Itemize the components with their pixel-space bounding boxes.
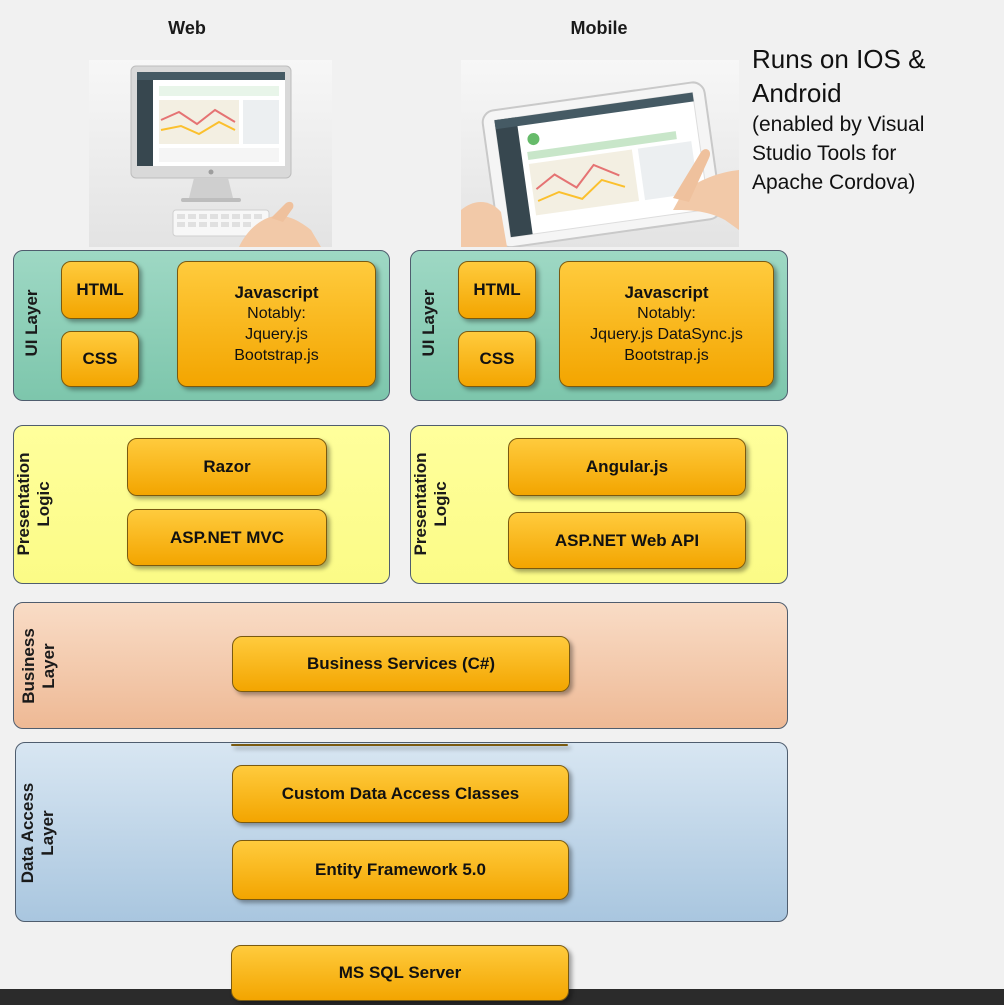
angularjs-box-text: Angular.js	[585, 457, 669, 476]
platform-note-line5: Apache Cordova)	[752, 171, 916, 194]
razor-box-text: Razor	[203, 457, 251, 476]
javascript-box-web: Javascript Notably: Jquery.js Bootstrap.…	[177, 261, 376, 387]
ui-layer-label-mobile: UI Layer	[419, 289, 438, 357]
presentation-label-mobile: Presentation Logic	[411, 434, 451, 574]
business-services-box-text: Business Services (C#)	[306, 654, 496, 673]
ms-sql-server-box-text: MS SQL Server	[338, 963, 462, 982]
presentation-layer-mobile: Presentation Logic Angular.js ASP.NET We…	[410, 425, 788, 584]
business-layer-label: Business Layer	[19, 611, 59, 721]
presentation-label-web: Presentation Logic	[14, 434, 54, 574]
tablet-image	[461, 60, 739, 247]
aspnet-web-api-box-text: ASP.NET Web API	[554, 530, 700, 550]
css-box-mobile: CSS	[458, 331, 536, 387]
business-label-line2: Layer	[39, 643, 58, 689]
platform-note-line3: (enabled by Visual	[752, 113, 925, 136]
entity-framework-box: Entity Framework 5.0	[232, 840, 569, 900]
aspnet-web-api-box: ASP.NET Web API	[508, 512, 746, 569]
angularjs-box: Angular.js	[508, 438, 746, 496]
javascript-line-web: Bootstrap.js	[234, 346, 319, 364]
javascript-line-mobile: Jquery.js DataSync.js	[590, 325, 743, 343]
css-box-web-text: CSS	[82, 349, 118, 368]
data-access-label-line2: Layer	[38, 810, 57, 856]
javascript-box-mobile: Javascript Notably: Jquery.js DataSync.j…	[559, 261, 774, 387]
platform-note: Runs on IOS & Android (enabled by Visual…	[752, 42, 1002, 197]
data-access-layer: Data Access Layer Custom Data Access Cla…	[15, 742, 788, 922]
html-box-mobile: HTML	[458, 261, 536, 319]
desktop-monitor-image	[89, 60, 332, 247]
business-services-box: Business Services (C#)	[232, 636, 570, 692]
aspnet-mvc-box: ASP.NET MVC	[127, 509, 327, 566]
html-box-web: HTML	[61, 261, 139, 319]
column-title-web: Web	[168, 18, 206, 38]
html-box-mobile-text: HTML	[473, 280, 521, 299]
presentation-layer-web: Presentation Logic Razor ASP.NET MVC	[13, 425, 390, 584]
platform-note-line1: Runs on IOS &	[752, 44, 926, 74]
javascript-title-mobile: Javascript	[624, 282, 709, 302]
business-layer: Business Layer Business Services (C#)	[13, 602, 788, 729]
javascript-line-mobile: Notably:	[637, 304, 696, 322]
ms-sql-server-box: MS SQL Server	[231, 945, 569, 1001]
javascript-title-web: Javascript	[234, 282, 319, 302]
presentation-label-line2: Logic	[34, 481, 53, 527]
javascript-line-web: Jquery.js	[245, 325, 308, 343]
spacer	[231, 744, 568, 746]
data-access-layer-label: Data Access Layer	[18, 758, 58, 908]
css-box-mobile-text: CSS	[479, 349, 515, 368]
entity-framework-box-text: Entity Framework 5.0	[314, 860, 486, 879]
razor-box: Razor	[127, 438, 327, 496]
custom-data-access-box: Custom Data Access Classes	[232, 765, 569, 823]
ui-layer-mobile: UI Layer HTML CSS Javascript Notably: Jq…	[410, 250, 788, 401]
html-box-web-text: HTML	[76, 280, 124, 299]
ui-layer-label-web: UI Layer	[22, 289, 41, 357]
javascript-line-mobile: Bootstrap.js	[624, 346, 709, 364]
data-access-label-line1: Data Access	[18, 782, 37, 884]
custom-data-access-box-text: Custom Data Access Classes	[281, 784, 520, 803]
ui-layer-web: UI Layer HTML CSS Javascript Notably: Jq…	[13, 250, 390, 401]
business-label-line1: Business	[19, 628, 38, 704]
presentation-label-line2: Logic	[431, 481, 450, 527]
column-title-mobile: Mobile	[570, 18, 628, 38]
css-box-web: CSS	[61, 331, 139, 387]
presentation-label-line1: Presentation	[411, 452, 430, 556]
aspnet-mvc-box-text: ASP.NET MVC	[170, 527, 284, 547]
javascript-line-web: Notably:	[247, 304, 306, 322]
platform-note-line4: Studio Tools for	[752, 142, 897, 165]
presentation-label-line1: Presentation	[14, 452, 33, 556]
platform-note-line2: Android	[752, 78, 842, 108]
